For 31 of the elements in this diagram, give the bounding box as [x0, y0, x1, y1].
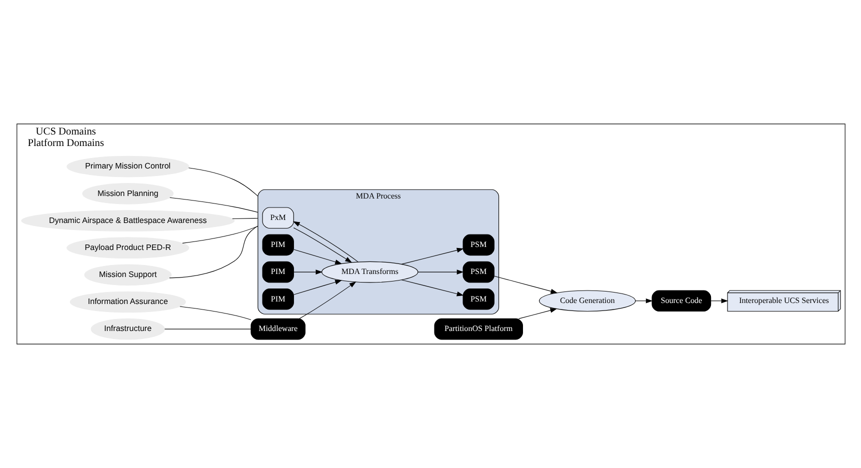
node-box: Middleware: [250, 318, 305, 340]
arrow: [710, 298, 728, 304]
connector: [188, 168, 258, 196]
node-box: PIM: [262, 288, 294, 310]
arrow: [293, 270, 322, 274]
connector: [169, 197, 258, 213]
connector: [164, 328, 251, 330]
node-box: PSM: [462, 261, 494, 283]
arrow: [518, 308, 557, 319]
arrow: [417, 270, 464, 274]
arrow: [292, 228, 352, 263]
connector: [168, 226, 258, 278]
node-box: PSM: [462, 288, 494, 310]
node-box: PartitionOS Platform: [434, 318, 522, 340]
arrow: [494, 276, 558, 294]
arrow: [293, 249, 342, 264]
arrow: [634, 298, 652, 304]
node-box: PIM: [262, 234, 294, 256]
arrow: [400, 248, 464, 264]
arrow: [400, 280, 464, 296]
connector: [182, 226, 258, 244]
node-ellipse: MDA Transforms: [321, 261, 418, 283]
node-box: PSM: [462, 234, 494, 256]
arrow: [298, 281, 356, 319]
connector: [232, 218, 258, 220]
arrow: [292, 221, 358, 262]
node-box: PxM: [262, 207, 294, 229]
connector: [179, 306, 251, 320]
arrow: [293, 280, 342, 295]
node-box: Source Code: [651, 290, 711, 312]
node-box: PIM: [262, 261, 294, 283]
